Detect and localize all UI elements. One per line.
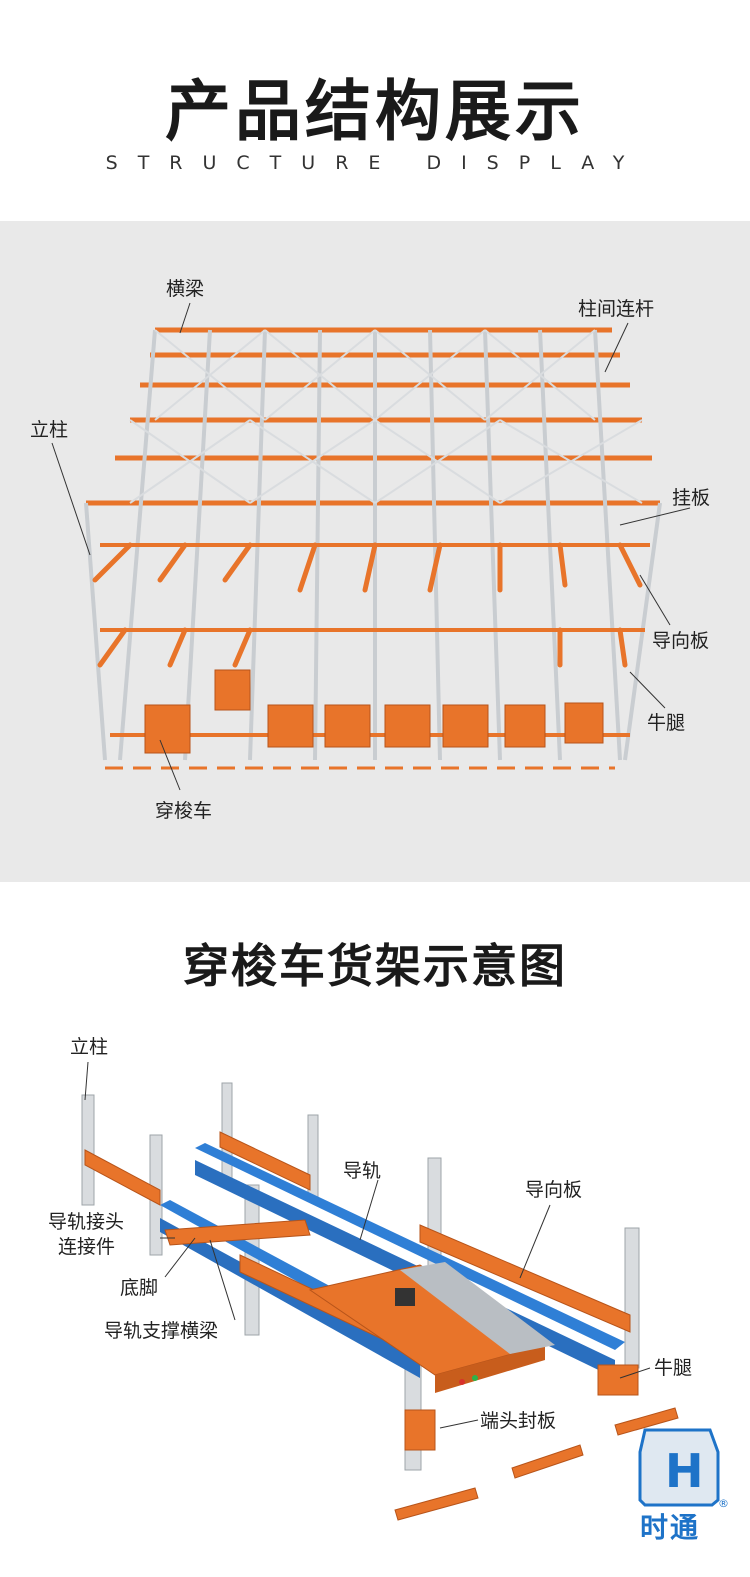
label-guide-plate: 导向板: [652, 630, 710, 652]
label-bracket: 牛腿: [647, 712, 686, 734]
label-foot: 底脚: [120, 1277, 159, 1299]
label-upright: 立柱: [30, 419, 69, 441]
label-shuttle: 穿梭车: [155, 800, 213, 822]
registered-mark: ®: [718, 1497, 729, 1510]
brand-logo-text: 时通: [640, 1511, 701, 1544]
label-rail-support-beam: 导轨支撑横梁: [104, 1320, 219, 1342]
section-title-shuttle-rack: 穿梭车货架示意图: [183, 939, 567, 993]
rack-illustration: [51, 302, 691, 791]
page-title: 产品结构展示: [165, 73, 585, 150]
label-hanging-plate: 挂板: [672, 487, 711, 509]
shuttle-rack-detail: H: [81, 1061, 720, 1521]
label-tie-bar: 柱间连杆: [578, 298, 655, 320]
label-detail-guide-plate: 导向板: [525, 1179, 583, 1201]
page-subtitle: STRUCTURE DISPLAY: [105, 152, 645, 174]
label-end-cover: 端头封板: [480, 1410, 557, 1432]
svg-text:H: H: [665, 1444, 704, 1498]
label-rail: 导轨: [343, 1160, 382, 1182]
label-detail-bracket: 牛腿: [654, 1357, 693, 1379]
label-beam: 横梁: [166, 278, 205, 300]
label-rail-joint-line2: 连接件: [58, 1236, 116, 1258]
label-detail-upright: 立柱: [70, 1036, 109, 1058]
label-rail-joint-line1: 导轨接头: [48, 1211, 125, 1233]
